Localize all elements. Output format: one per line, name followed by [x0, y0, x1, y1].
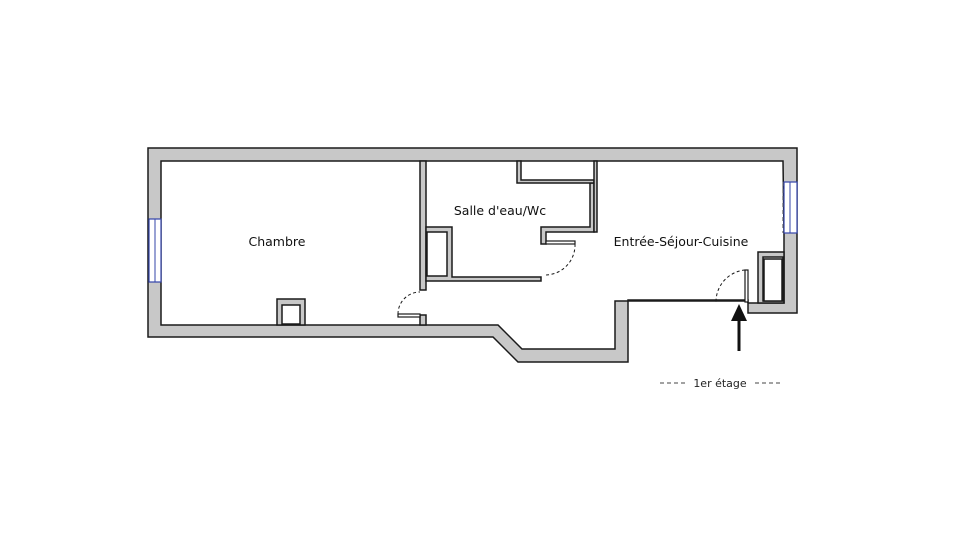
- door-salle-eau-arc: [545, 243, 576, 276]
- room-label-sejour: Entrée-Séjour-Cuisine: [614, 234, 749, 249]
- room-label-salle-eau: Salle d'eau/Wc: [454, 203, 546, 218]
- shower-box: [426, 231, 448, 277]
- partition-chambre-lower: [419, 314, 427, 326]
- door-entrance-arc: [715, 269, 746, 303]
- door-chambre-leaf: [397, 313, 421, 318]
- entrance-arrow-icon: [731, 304, 747, 321]
- floor-label: 1er étage: [693, 377, 747, 390]
- partition-chambre: [419, 160, 427, 291]
- door-salle-eau-leaf: [545, 240, 576, 245]
- door-entrance-leaf: [744, 269, 749, 303]
- kitchen-inner-panel: [763, 258, 783, 302]
- door-chambre-arc: [397, 291, 421, 315]
- partition-sejour: [593, 160, 598, 233]
- salle-eau-top-right: [516, 160, 595, 184]
- outer-wall: [147, 147, 798, 363]
- room-label-chambre: Chambre: [249, 234, 306, 249]
- salle-eau-right-wall: [540, 182, 595, 245]
- chambre-duct-inner: [281, 304, 301, 325]
